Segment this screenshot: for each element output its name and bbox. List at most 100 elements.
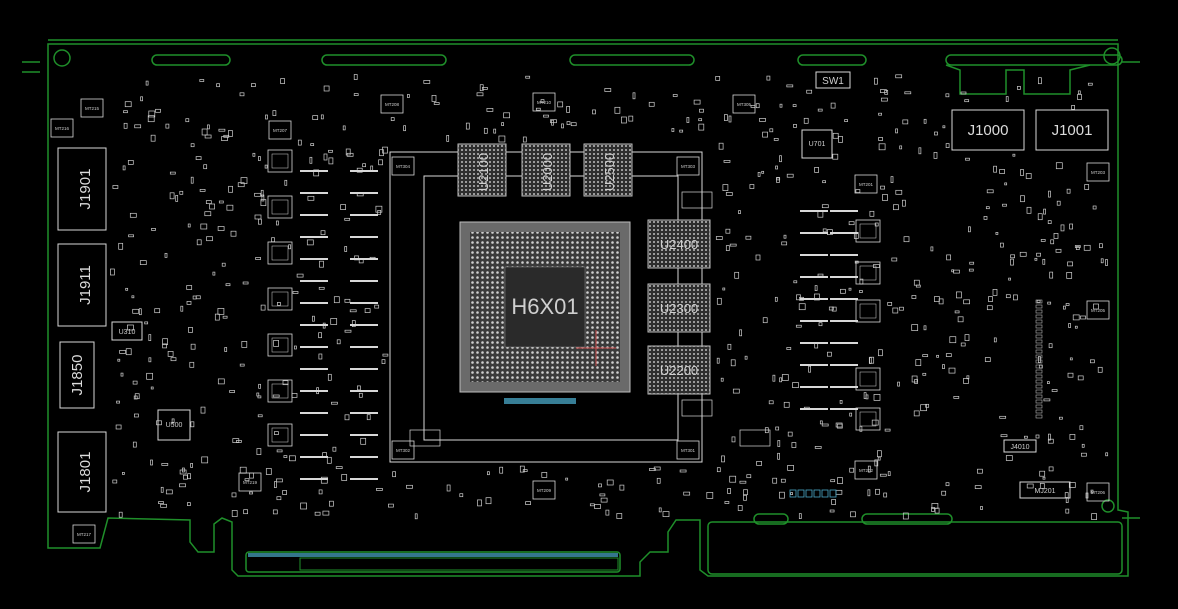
footprint [557, 101, 564, 108]
footprint [254, 214, 262, 220]
footprint [1035, 334, 1043, 339]
footprint [271, 291, 289, 307]
connector-j1001: J1001 [1035, 109, 1109, 151]
footprint [561, 123, 564, 129]
footprint [830, 364, 858, 366]
footprint [541, 472, 548, 478]
footprint [855, 367, 881, 391]
footprint [251, 83, 256, 87]
footprint [878, 349, 883, 357]
footprint [212, 271, 216, 276]
mount-hole-outline [532, 92, 556, 112]
footprint [679, 469, 687, 473]
footprint [838, 136, 843, 143]
footprint [267, 379, 293, 403]
mount-hole-label: MT303 [681, 164, 696, 169]
footprint [776, 177, 780, 183]
footprint [934, 296, 940, 302]
footprint [1035, 354, 1043, 359]
footprint [525, 501, 531, 505]
footprint [903, 236, 910, 243]
footprint [320, 114, 324, 120]
footprint [1093, 303, 1099, 310]
footprint [793, 280, 798, 284]
gpu-package: H6X01 [389, 151, 703, 463]
footprint [986, 189, 994, 194]
footprint [260, 304, 266, 311]
footprint [814, 446, 822, 449]
footprint [980, 506, 983, 510]
footprint [566, 121, 571, 125]
footprint [378, 159, 383, 166]
footprint [254, 192, 261, 197]
footprint [138, 308, 142, 316]
footprint [267, 287, 293, 311]
footprint [966, 375, 970, 380]
footprint [382, 146, 388, 154]
footprint [319, 260, 324, 268]
footprint [716, 297, 722, 305]
footprint [1069, 434, 1076, 440]
footprint [170, 357, 177, 362]
footprint [974, 485, 982, 489]
footprint [1017, 86, 1021, 90]
footprint [698, 118, 703, 122]
footprint [594, 504, 601, 509]
footprint [276, 496, 282, 501]
footprint [300, 324, 328, 326]
footprint [241, 341, 248, 348]
footprint [382, 353, 389, 357]
footprint [190, 463, 193, 468]
footprint [282, 490, 287, 495]
connector-mj201-label: MJ201 [1034, 488, 1055, 495]
footprint [409, 429, 441, 447]
footprint [119, 350, 126, 354]
footprint [477, 499, 482, 507]
footprint [195, 295, 201, 300]
footprint [884, 428, 891, 432]
footprint [300, 368, 328, 370]
footprint [320, 476, 328, 484]
footprint [230, 230, 237, 237]
footprint [795, 324, 802, 328]
footprint [681, 191, 713, 209]
footprint [1038, 77, 1042, 85]
footprint [252, 152, 256, 157]
footprint [366, 414, 371, 421]
footprint [1035, 389, 1043, 394]
footprint [171, 418, 175, 424]
connector-j1911-label: J1911 [77, 265, 94, 305]
footprint [267, 423, 293, 447]
footprint [822, 180, 826, 184]
footprint [831, 499, 836, 505]
footprint [249, 472, 254, 479]
footprint [800, 210, 828, 212]
footprint [830, 210, 858, 212]
footprint [879, 473, 887, 477]
footprint [342, 125, 346, 131]
memory-u2300-label: U2300 [660, 301, 698, 316]
footprint [739, 429, 771, 447]
footprint [162, 343, 167, 349]
footprint [786, 173, 794, 178]
footprint [672, 94, 678, 97]
footprint [965, 157, 970, 161]
footprint [350, 214, 378, 216]
footprint [739, 480, 747, 484]
component-footprints [110, 74, 1109, 520]
mount-hole-label: MT304 [396, 164, 411, 169]
footprint [656, 477, 661, 484]
mount-hole-outline [380, 94, 404, 114]
mount-hole-outline [854, 174, 878, 194]
footprint [162, 338, 168, 346]
footprint [498, 135, 506, 143]
footprint [236, 440, 242, 443]
footprint [755, 254, 761, 261]
footprint [830, 276, 858, 278]
mount-hole-label: MT305 [737, 102, 752, 107]
footprint [499, 466, 504, 474]
footprint [381, 359, 386, 364]
footprint [313, 169, 320, 177]
footprint [344, 246, 348, 252]
footprint [1077, 90, 1081, 95]
